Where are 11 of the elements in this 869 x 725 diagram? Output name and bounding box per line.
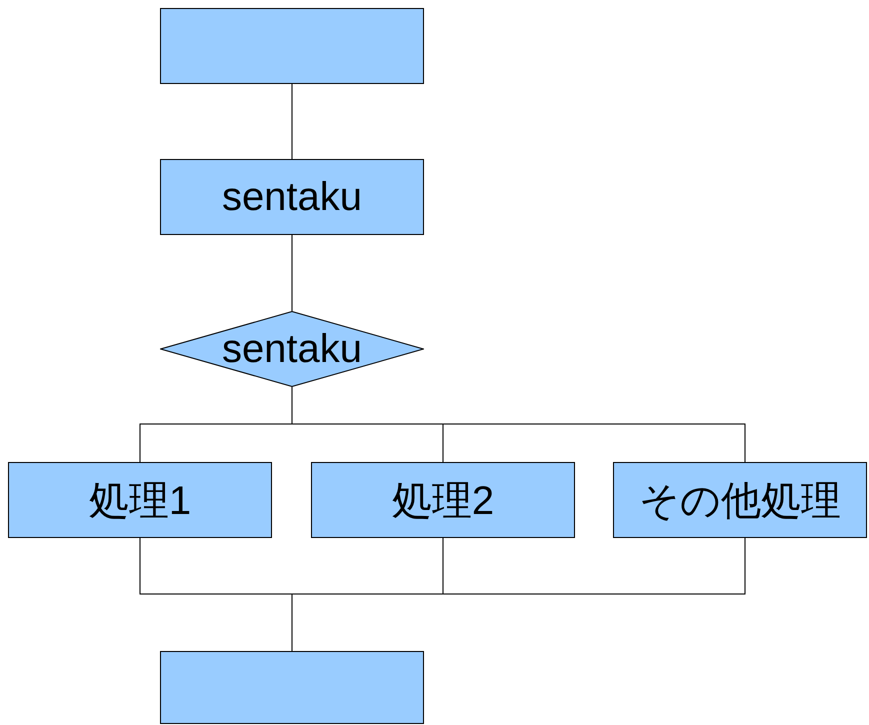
node-label: sentaku [222,326,362,372]
node-label: sentaku [222,174,362,220]
node-label: その他処理 [639,478,841,524]
empty-process-box [160,651,424,724]
empty-process-box [160,8,424,84]
process-box [613,462,867,538]
process-box [160,159,424,235]
node-label: 処理1 [88,478,192,524]
process-box [311,462,575,538]
node-label: 処理2 [392,478,494,524]
process-box [8,462,272,538]
